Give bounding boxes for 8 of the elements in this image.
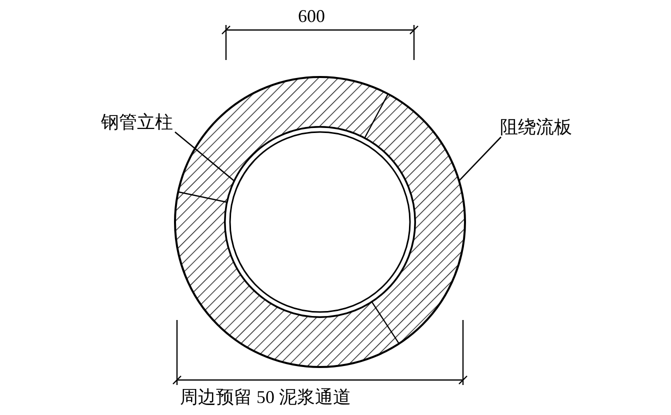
leader-line <box>174 132 235 182</box>
baffle-ring-drawing <box>174 76 466 368</box>
steel-pipe-drawing <box>224 126 416 318</box>
dimension-value: 600 <box>298 7 325 25</box>
dimension-note: 周边预留 50 泥浆通道 <box>180 388 351 406</box>
part-label: 钢管立柱 <box>101 113 173 131</box>
leader-line <box>458 136 502 182</box>
part-label: 阻绕流板 <box>500 118 572 136</box>
